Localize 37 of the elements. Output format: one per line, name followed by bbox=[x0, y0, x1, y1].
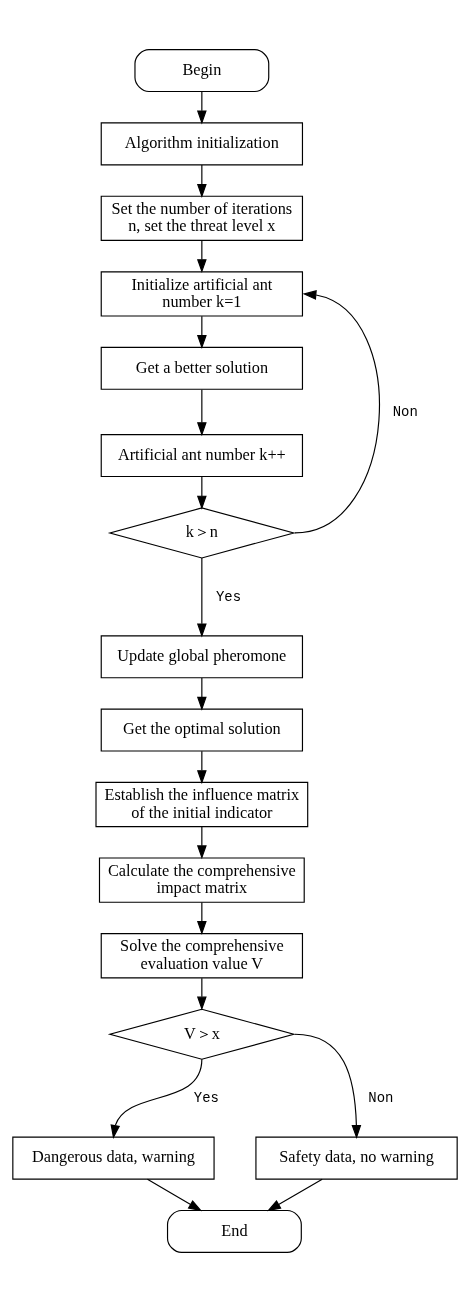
node-box: Update global pheromone bbox=[100, 634, 304, 678]
arrow bbox=[196, 750, 207, 784]
arrow bbox=[196, 557, 207, 637]
edge-label: Non bbox=[392, 403, 418, 420]
node-box: Get the optimal solution bbox=[100, 708, 304, 752]
arrow bbox=[196, 977, 207, 1010]
arrow bbox=[196, 475, 207, 510]
node-box: Artificial ant number k++ bbox=[100, 433, 304, 477]
node-diamond: k＞n bbox=[107, 506, 296, 559]
edge-label: Non bbox=[368, 1089, 394, 1106]
arrow bbox=[196, 677, 207, 711]
edge-label: Yes bbox=[215, 588, 242, 605]
node-box: Algorithm initialization bbox=[100, 121, 304, 165]
arrow bbox=[196, 164, 207, 198]
node-diamond: V＞x bbox=[107, 1008, 296, 1060]
arrow bbox=[196, 388, 207, 436]
node-box: Initialize artificial ant number k=1 bbox=[100, 270, 304, 317]
arrow bbox=[196, 90, 207, 124]
arrow bbox=[267, 1178, 323, 1211]
node-box: Dangerous data, warning bbox=[12, 1136, 215, 1180]
arrow bbox=[196, 239, 207, 273]
node-box: Get a better solution bbox=[100, 346, 304, 390]
arrow bbox=[294, 289, 380, 534]
edge-label: Yes bbox=[193, 1089, 219, 1106]
node-box: Calculate the comprehensive impact matrix bbox=[98, 856, 305, 903]
node-box: Solve the comprehensive evaluation value V bbox=[100, 932, 304, 978]
node-box: Begin bbox=[134, 48, 270, 92]
arrow bbox=[146, 1178, 203, 1211]
node-box: Safety data, no warning bbox=[255, 1136, 458, 1180]
arrow bbox=[196, 901, 207, 935]
arrow bbox=[196, 825, 207, 859]
node-box: End bbox=[166, 1209, 302, 1253]
arrow bbox=[196, 315, 207, 349]
arrow bbox=[294, 1033, 362, 1139]
node-box: Set the number of iterations n, set the threat level x bbox=[100, 195, 304, 241]
arrow bbox=[110, 1058, 203, 1139]
node-box: Establish the influence matrix of the initial indicator bbox=[95, 781, 309, 827]
